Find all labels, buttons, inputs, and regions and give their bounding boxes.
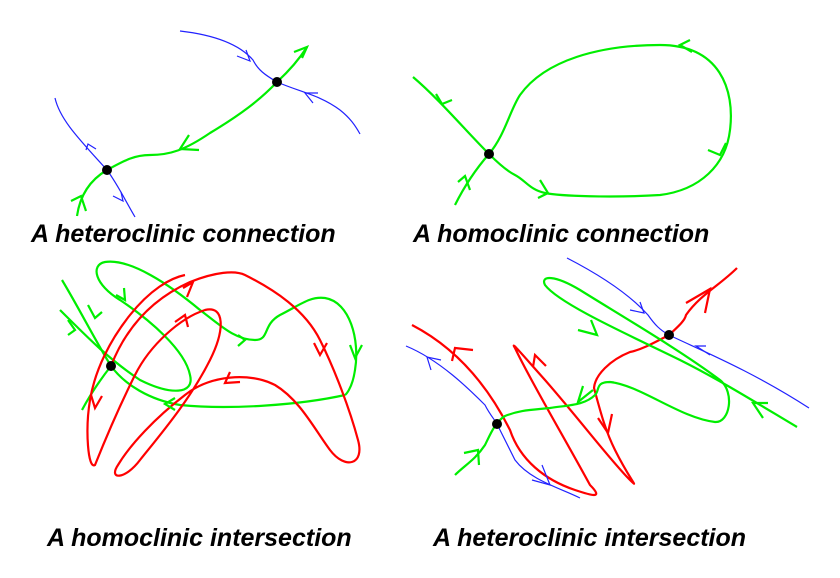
stable-manifold — [454, 277, 798, 476]
fixed-point — [484, 149, 494, 159]
arrow-icon — [67, 319, 77, 336]
arrow-icon — [115, 287, 127, 302]
caption-heteroclinic-intersection: A heteroclinic intersection — [433, 524, 747, 552]
caption-heteroclinic-connection: A heteroclinic connection — [31, 220, 336, 248]
arrow-icon — [531, 352, 547, 368]
fixed-point — [272, 77, 282, 87]
unstable-manifold — [454, 153, 490, 206]
arrow-icon — [85, 143, 97, 151]
arrow-icon — [223, 371, 241, 385]
arrow-icon — [707, 142, 727, 157]
arrow-icon — [236, 49, 252, 63]
arrow-icon — [750, 401, 768, 419]
caption-homoclinic-intersection: A homoclinic intersection — [47, 524, 352, 552]
unstable-manifold — [86, 271, 361, 477]
panel-homoclinic-connection — [412, 39, 732, 206]
arrow-icon — [348, 344, 363, 361]
stable-manifold — [566, 257, 810, 409]
arrow-icon — [450, 346, 474, 362]
heteroclinic-orbit — [75, 46, 308, 217]
unstable-manifold — [411, 324, 670, 497]
arrow-icon — [677, 39, 693, 53]
arrow-icon — [457, 174, 472, 191]
panel-homoclinic-intersection — [59, 260, 363, 477]
homoclinic-loop — [488, 43, 732, 198]
arrow-icon — [293, 45, 310, 59]
arrow-icon — [89, 394, 103, 411]
arrow-icon — [87, 304, 103, 320]
arrow-icon — [182, 279, 196, 298]
arrow-icon — [178, 134, 200, 152]
caption-homoclinic-connection: A homoclinic connection — [413, 220, 710, 248]
arrow-icon — [112, 191, 124, 203]
arrow-icon — [313, 342, 328, 358]
arrow-icon — [70, 194, 88, 212]
arrow-icon — [575, 385, 594, 406]
arrow-icon — [426, 356, 442, 371]
arrow-icon — [693, 345, 711, 356]
fixed-point — [664, 330, 674, 340]
arrow-icon — [162, 397, 176, 411]
unstable-manifold — [668, 267, 738, 336]
arrow-icon — [303, 92, 318, 104]
fixed-point — [102, 165, 112, 175]
arrow-icon — [531, 464, 552, 486]
fixed-point — [106, 361, 116, 371]
fixed-point — [492, 419, 502, 429]
arrow-icon — [537, 179, 550, 199]
arrow-icon — [174, 313, 190, 328]
arrow-icon — [237, 334, 247, 347]
stable-manifold — [179, 30, 361, 135]
panel-heteroclinic-connection — [54, 30, 361, 218]
stable-manifold — [412, 76, 490, 155]
arrow-icon — [685, 286, 712, 314]
arrow-icon — [577, 319, 599, 337]
arrow-icon — [435, 93, 453, 106]
panel-heteroclinic-intersection — [405, 257, 810, 499]
arrow-icon — [629, 301, 645, 314]
stable-manifold — [61, 279, 346, 409]
arrow-icon — [463, 448, 481, 466]
arrow-icon — [597, 413, 614, 436]
